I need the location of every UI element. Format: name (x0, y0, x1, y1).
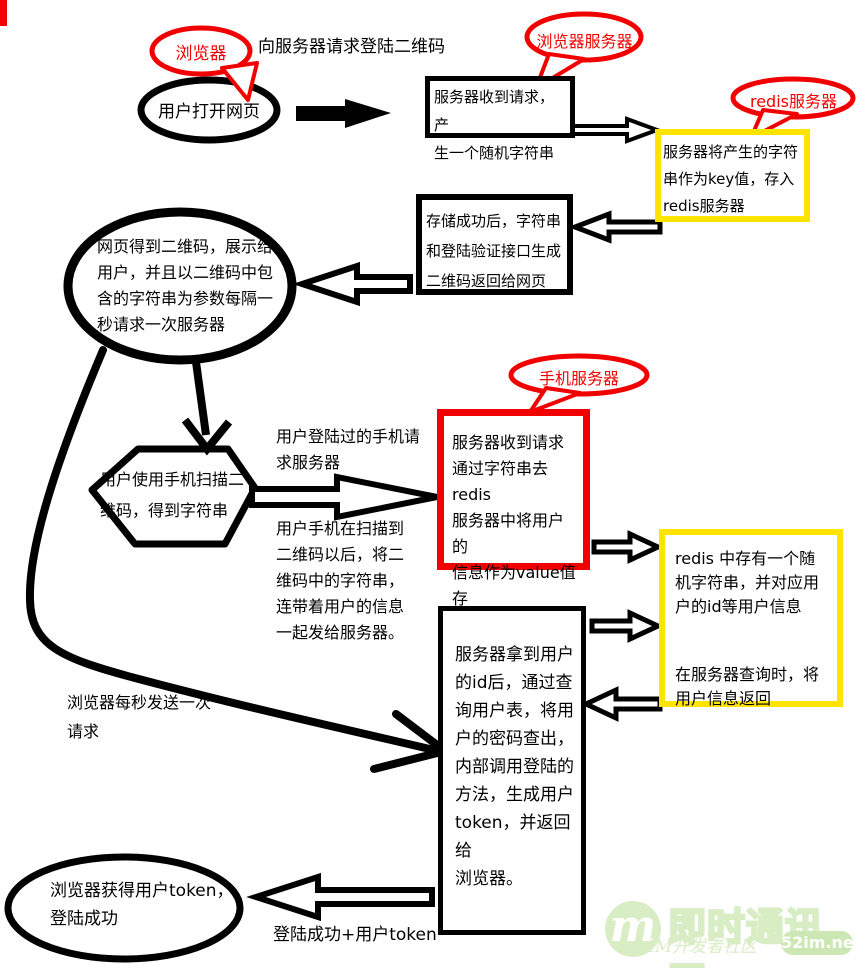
user-open-page-label: 用户打开网页 (158, 102, 260, 122)
browser-server-bubble-label: 浏览器服务器 (536, 32, 633, 51)
server-token-box: 服务器拿到用户 的id后，通过查 询用户表，将用 户的密码查出， 内部调用登陆的… (438, 606, 586, 935)
request-qr-label: 向服务器请求登陆二维码 (258, 37, 445, 57)
phone-store-value-text: 服务器收到请求 通过字符串去redis 服务器中将用户的 信息作为value值存… (452, 433, 576, 634)
redis-store-key-text: 服务器将产生的字符 串作为key值，存入 redis服务器 (663, 143, 799, 215)
arrow-qrbox-to-page-icon (292, 261, 413, 307)
qr-generate-text: 存储成功后，字符串 和登陆验证接口生成 二维码返回给网页 (426, 212, 562, 290)
server-receive-box: 服务器收到请求，产 生一个随机字符串 (425, 76, 575, 162)
phone-server-bubble-label: 手机服务器 (538, 369, 619, 388)
page-show-qr-label: 网页得到二维码，展示给 用户，并且以二维码中包 含的字符串为参数每隔一 秒请求一… (97, 237, 274, 334)
corner-mark (0, 0, 7, 26)
redis-store-info-text: redis 中存有一个随 机字符串，并对应用 户的id等用户信息 (675, 549, 820, 616)
arrow-page-to-hexagon-head-icon (181, 417, 233, 456)
watermark-subtitle: IM开发者社区 (648, 937, 758, 957)
arrow-token-to-success-icon (246, 872, 435, 922)
scan-qr-label: 用户使用手机扫描二 维码，得到字符串 (100, 470, 245, 520)
phone-scan-label: 用户手机在扫描到 二维码以后，将二 维码中的字符串， 连带着用户的信息 一起发给… (276, 519, 405, 642)
login-success-ellipse (4, 853, 244, 963)
watermark-site-badge: 52im.net (781, 931, 860, 955)
server-receive-text: 服务器收到请求，产 生一个随机字符串 (434, 88, 555, 162)
arrow-redis-to-token-icon (580, 686, 663, 722)
browser-bubble-tail-icon (220, 61, 259, 102)
phone-request-label: 用户登陆过的手机请 求服务器 (276, 427, 421, 472)
server-token-text: 服务器拿到用户 的id后，通过查 询用户表，将用 户的密码查出， 内部调用登陆的… (455, 645, 574, 889)
arrow-hexagon-to-phone-server-icon (249, 473, 438, 521)
redis-server-bubble-label: redis服务器 (749, 92, 837, 111)
login-success-label: 浏览器获得用户token， 登陆成功 (50, 881, 234, 929)
arrow-token-to-redis-icon (589, 609, 664, 643)
redis-store-info-box: redis 中存有一个随 机字符串，并对应用 户的id等用户信息 在服务器查询时… (659, 529, 843, 708)
redis-store-key-box: 服务器将产生的字符 串作为key值，存入 redis服务器 (655, 129, 810, 222)
phone-store-value-box: 服务器收到请求 通过字符串去redis 服务器中将用户的 信息作为value值存… (437, 409, 590, 634)
success-token-label: 登陆成功+用户token (273, 925, 437, 945)
qr-generate-box: 存储成功后，字符串 和登陆验证接口生成 二维码返回给网页 (416, 194, 573, 295)
arrow-phone-to-redis-icon (591, 530, 664, 564)
arrow-redis-to-qrbox-icon (567, 210, 663, 244)
browser-bubble (149, 25, 253, 77)
phone-server-bubble-tail-icon (528, 386, 582, 414)
redis-return-info-text: 在服务器查询时，将 用户信息返回 (675, 665, 820, 708)
poll-curve-connector (25, 346, 438, 754)
poll-label: 浏览器每秒发送一次 请求 (67, 693, 212, 741)
arrow-page-to-hexagon-line (192, 361, 210, 436)
page-show-qr-ellipse (63, 207, 297, 365)
arrow-server-to-redis-icon (564, 116, 663, 144)
watermark-logo-icon: m (605, 901, 661, 957)
browser-bubble-label: 浏览器 (175, 44, 227, 64)
arrow-open-to-server-icon (296, 99, 391, 128)
